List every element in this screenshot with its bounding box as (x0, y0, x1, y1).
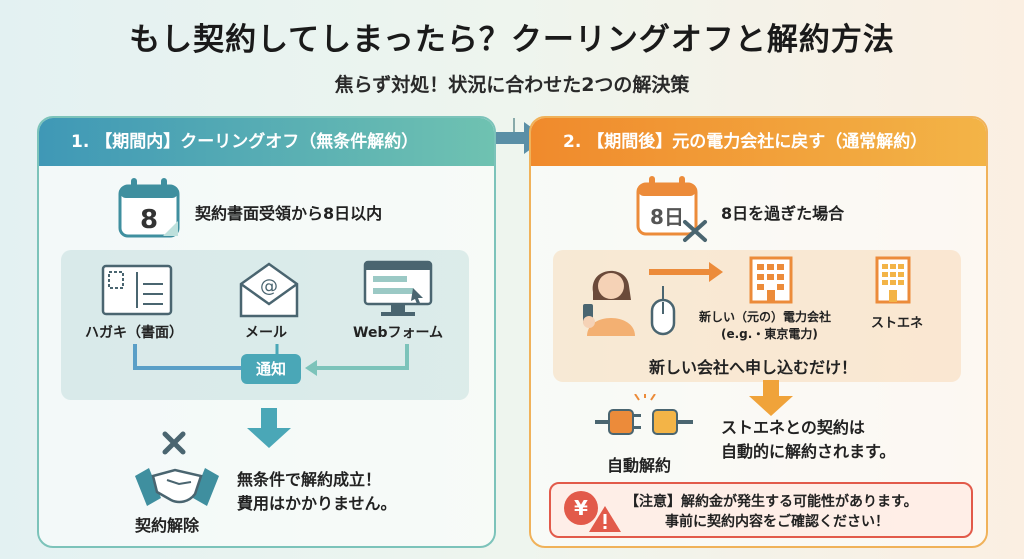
auto-line2: 自動的に解約されます。 (721, 442, 896, 461)
calendar-icon: 8 (118, 178, 180, 238)
warning-line2: 事前に契約内容をご確認ください！ (665, 514, 889, 530)
switch-box: 新しい（元の）電力会社 (e.g.・東京電力) ストエネ 新しい会社へ申し込むだ… (553, 250, 961, 382)
mouse-icon (650, 286, 676, 336)
stoene-label: ストエネ (871, 316, 924, 331)
normal-cancel-panel: 2. 【期間後】元の電力会社に戻す（通常解約） 8日 8日を過ぎた場合 (529, 116, 988, 548)
auto-cancel-label: 自動解約 (607, 456, 672, 475)
postcard-icon (101, 264, 173, 316)
contract-cancel-label: 契約解除 (135, 516, 200, 535)
apply-text: 新しい会社へ申し込むだけ！ (649, 358, 858, 377)
down-arrow-icon (247, 408, 291, 448)
apply-arrow-icon (649, 262, 723, 282)
yen-warning-icon: ¥ (564, 491, 621, 532)
warning-box: ¥ 【注意】解約金が発生する可能性があります。 事前に契約内容をご確認ください！ (549, 482, 973, 538)
deadline-text: 契約書面受領から8日以内 (195, 204, 383, 223)
cooling-off-header: 1. 【期間内】クーリングオフ（無条件解約） (39, 118, 494, 166)
method-webform-label: Webフォーム (353, 325, 444, 341)
web-form-icon (363, 260, 433, 316)
stoene-building-icon (875, 256, 911, 304)
page-subtitle: 焦らず対処！状況に合わせた2つの解決策 (334, 74, 690, 96)
svg-text:@: @ (260, 276, 278, 297)
orange-down-arrow-icon (749, 380, 793, 416)
method-postcard-label: ハガキ（書面） (85, 325, 183, 341)
warning-text: 【注意】解約金が発生する可能性があります。 事前に契約内容をご確認ください！ (625, 492, 918, 532)
company-line1: 新しい（元の）電力会社 (699, 310, 832, 324)
cooling-off-panel: 1. 【期間内】クーリングオフ（無条件解約） 8 契約書面受領から8日以内 ハガ… (37, 116, 496, 548)
result-line2: 費用はかかりません。 (237, 494, 397, 513)
notice-badge: 通知 (241, 354, 301, 384)
email-icon: @ (239, 262, 299, 318)
unplug-icon (595, 394, 693, 435)
handshake-icon (135, 431, 219, 506)
methods-box: ハガキ（書面） @ メール Webフォーム 通知 (61, 250, 469, 400)
result-line1: 無条件で解約成立！ (237, 470, 382, 489)
company-line2: (e.g.・東京電力) (721, 327, 818, 341)
yen-symbol: ¥ (574, 496, 588, 520)
calendar-number: 8 (140, 205, 158, 235)
expired-calendar-text: 8日 (650, 205, 684, 229)
condition-text: 8日を過ぎた場合 (721, 204, 845, 223)
expired-calendar-icon: 8日 (636, 176, 707, 242)
person-with-phone-icon (583, 270, 635, 336)
method-email-label: メール (245, 325, 287, 341)
power-company-building-icon (749, 256, 793, 304)
page-title: もし契約してしまったら？クーリングオフと解約方法 (129, 22, 895, 58)
warning-line1: 【注意】解約金が発生する可能性があります。 (625, 494, 918, 510)
normal-cancel-header: 2. 【期間後】元の電力会社に戻す（通常解約） (531, 118, 986, 166)
auto-line1: ストエネとの契約は (721, 418, 865, 437)
